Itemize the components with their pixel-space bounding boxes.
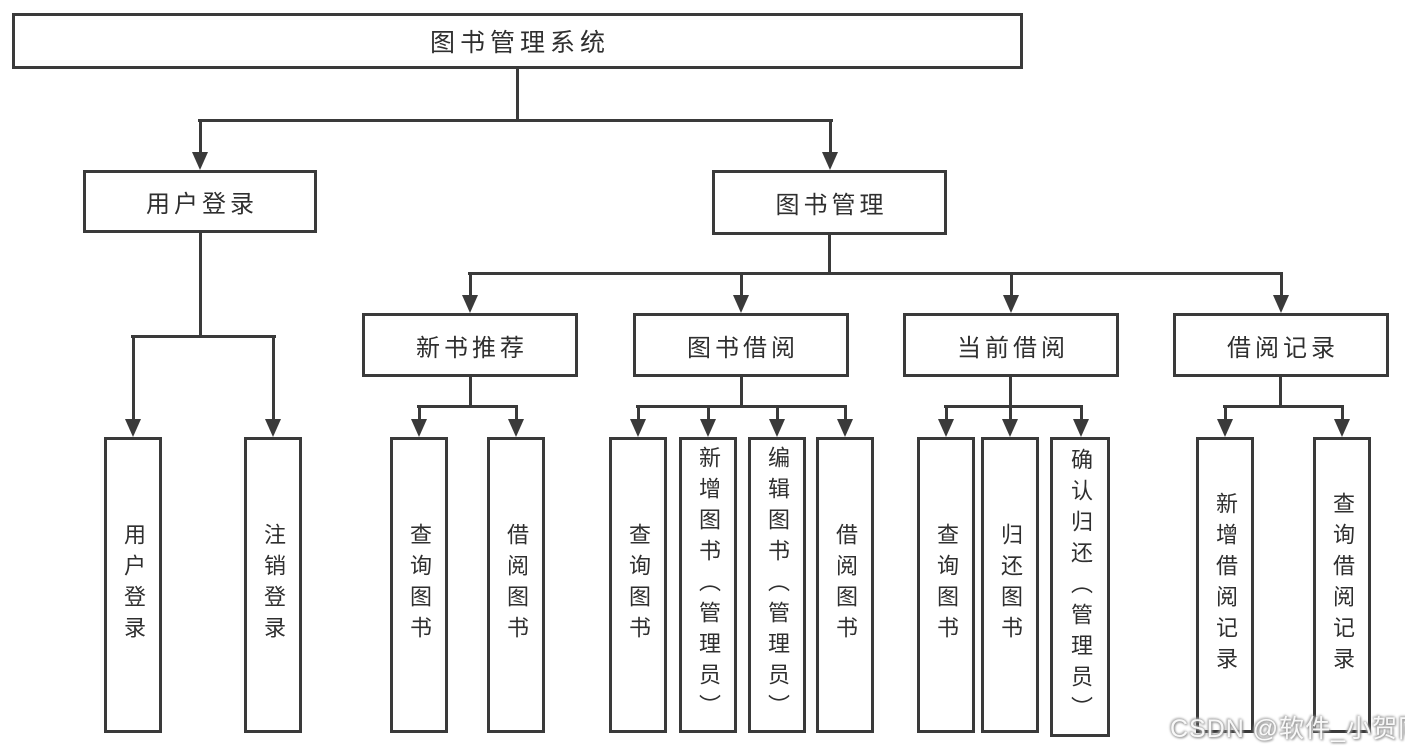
node-label: 图书管理系统: [429, 29, 610, 57]
arrow-down-icon: [265, 419, 281, 437]
edge-root-rail: [198, 119, 833, 122]
arrow-down-icon: [1273, 295, 1289, 313]
node-label: 查询图书: [934, 523, 959, 647]
leaf-logout: 注销登录: [244, 437, 302, 733]
edge-line: [272, 337, 275, 420]
arrow-down-icon: [1217, 419, 1233, 437]
arrow-down-icon: [1334, 419, 1350, 437]
node-label: 图书管理: [775, 192, 888, 219]
arrow-down-icon: [938, 419, 954, 437]
leaf-add-borrow-record: 新增借阅记录: [1196, 437, 1254, 733]
csdn-watermark: CSDN @软件_小贺同学: [1170, 715, 1405, 743]
arrow-down-icon: [733, 295, 749, 313]
arrow-down-icon: [125, 419, 141, 437]
node-borrow-records: 借阅记录: [1173, 313, 1389, 377]
arrow-down-icon: [630, 419, 646, 437]
edge-user-login-stem: [199, 233, 202, 337]
arrow-down-icon: [700, 419, 716, 437]
arrow-down-icon: [1003, 295, 1019, 313]
edge-line: [469, 274, 472, 296]
node-label: 查询图书: [407, 523, 432, 647]
edge-line: [515, 407, 518, 421]
node-label: 新增图书（管理员）: [696, 445, 721, 725]
edge-line: [945, 407, 948, 421]
edge-stem: [1279, 377, 1282, 407]
edge-root-stem: [516, 69, 519, 122]
edge-stem: [469, 377, 472, 407]
node-book-borrowing: 图书借阅: [633, 313, 849, 377]
arrow-down-icon: [462, 295, 478, 313]
edge-line: [1009, 407, 1012, 421]
node-label: 借阅图书: [504, 523, 529, 647]
leaf-query-books: 查询图书: [917, 437, 975, 733]
node-label: 归还图书: [998, 523, 1023, 647]
node-label: 当前借阅: [957, 334, 1069, 362]
edge-line: [740, 274, 743, 296]
leaf-return-books: 归还图书: [981, 437, 1039, 733]
node-label: 查询图书: [626, 523, 651, 647]
node-label: 查询借阅记录: [1330, 492, 1355, 678]
edge-line: [637, 407, 640, 421]
edge-line: [132, 337, 135, 420]
edge-book-mgmt-rail: [468, 272, 1283, 275]
leaf-query-borrow-record: 查询借阅记录: [1313, 437, 1371, 733]
edge-line: [829, 121, 832, 153]
edge-line: [1341, 407, 1344, 421]
node-label: 注销登录: [261, 523, 286, 647]
arrow-down-icon: [411, 419, 427, 437]
node-book-management: 图书管理: [712, 170, 947, 235]
node-new-book-recommendation: 新书推荐: [362, 313, 578, 377]
node-label: 新增借阅记录: [1213, 492, 1238, 678]
edge-stem: [1009, 377, 1012, 407]
arrow-down-icon: [1002, 419, 1018, 437]
arrow-down-icon: [1073, 419, 1089, 437]
node-label: 用户登录: [121, 523, 146, 647]
node-label: 借阅图书: [833, 523, 858, 647]
leaf-user-login: 用户登录: [104, 437, 162, 733]
node-label: 借阅记录: [1227, 334, 1339, 362]
node-label: 编辑图书（管理员）: [765, 445, 790, 725]
leaf-add-book-admin: 新增图书（管理员）: [679, 437, 737, 733]
node-label: 新书推荐: [416, 334, 528, 362]
leaf-borrow-books: 借阅图书: [487, 437, 545, 733]
edge-rail: [1223, 405, 1344, 408]
node-library-system: 图书管理系统: [12, 13, 1023, 69]
node-user-login: 用户登录: [83, 170, 317, 233]
leaf-borrow-books: 借阅图书: [816, 437, 874, 733]
edge-rail: [944, 405, 1083, 408]
edge-line: [707, 407, 710, 421]
edge-line: [418, 407, 421, 421]
leaf-edit-book-admin: 编辑图书（管理员）: [748, 437, 806, 733]
edge-rail: [636, 405, 847, 408]
leaf-query-books: 查询图书: [390, 437, 448, 733]
edge-stem: [740, 377, 743, 407]
edge-line: [776, 407, 779, 421]
edge-line: [1010, 274, 1013, 296]
node-label: 用户登录: [146, 191, 258, 218]
arrow-down-icon: [822, 152, 838, 170]
edge-line: [1080, 407, 1083, 421]
node-label: 确认归还（管理员）: [1068, 447, 1093, 727]
edge-rail: [417, 405, 518, 408]
node-label: 图书借阅: [687, 334, 799, 362]
edge-line: [1280, 274, 1283, 296]
arrow-down-icon: [508, 419, 524, 437]
leaf-query-books: 查询图书: [609, 437, 667, 733]
edge-line: [844, 407, 847, 421]
leaf-confirm-return-admin: 确认归还（管理员）: [1050, 437, 1110, 737]
node-current-borrowing: 当前借阅: [903, 313, 1119, 377]
edge-user-login-rail: [131, 335, 276, 338]
arrow-down-icon: [769, 419, 785, 437]
arrow-down-icon: [837, 419, 853, 437]
edge-line: [199, 121, 202, 153]
arrow-down-icon: [192, 152, 208, 170]
edge-line: [1224, 407, 1227, 421]
edge-book-mgmt-stem: [828, 235, 831, 274]
